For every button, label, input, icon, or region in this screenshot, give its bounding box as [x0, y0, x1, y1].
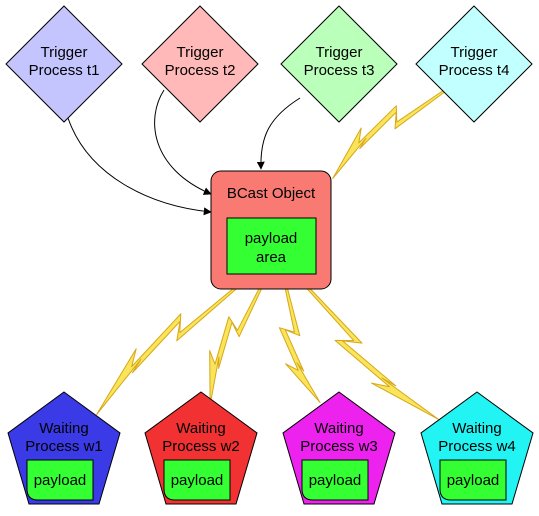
trigger-label-line2: Process t1	[29, 62, 100, 79]
payload-label: payload	[447, 472, 500, 489]
trigger-label-line2: Process t2	[165, 62, 236, 79]
payload-doc-shape	[439, 459, 507, 501]
trigger-diamond	[415, 5, 533, 123]
waiting-process-w2: Waiting Process w2 payload	[144, 391, 258, 505]
bcast-object: BCast Object payload area	[210, 170, 332, 290]
waiting-label-line2: Process w4	[438, 438, 516, 455]
waiting-label-line2: Process w1	[25, 438, 103, 455]
waiting-label-line2: Process w2	[162, 438, 240, 455]
trigger-arrows	[67, 89, 301, 216]
arrow-t2-to-bcast	[154, 89, 212, 195]
payload-area-label-line2: area	[256, 249, 287, 266]
waiting-label-line1: Waiting	[39, 420, 88, 437]
payload-doc-shape	[163, 459, 231, 501]
trigger-label-line1: Trigger	[41, 44, 88, 61]
trigger-process-t1: Trigger Process t1	[5, 5, 123, 123]
trigger-label-line1: Trigger	[316, 44, 363, 61]
bcast-title: BCast Object	[227, 185, 316, 202]
trigger-diamond	[280, 5, 398, 123]
trigger-label-line1: Trigger	[177, 44, 224, 61]
payload-doc-shape	[26, 459, 94, 501]
waiting-process-w3: Waiting Process w3 payload	[282, 391, 396, 505]
waiting-process-w1: Waiting Process w1 payload	[7, 391, 121, 505]
trigger-process-t2: Trigger Process t2	[141, 5, 259, 123]
waiting-process-w4: Waiting Process w4 payload	[420, 391, 534, 505]
waiting-label-line2: Process w3	[300, 438, 378, 455]
payload-label: payload	[171, 472, 224, 489]
lightning-bolts	[96, 89, 446, 420]
waiting-label-line1: Waiting	[452, 420, 501, 437]
waiting-label-line1: Waiting	[314, 420, 363, 437]
payload-doc-shape	[301, 459, 369, 501]
trigger-process-t3: Trigger Process t3	[280, 5, 398, 123]
arrow-t3-to-bcast	[256, 97, 301, 170]
waiting-label-line1: Waiting	[176, 420, 225, 437]
trigger-label-line2: Process t3	[304, 62, 375, 79]
trigger-process-t4: Trigger Process t4	[415, 5, 533, 123]
lightning-bcast-to-w3	[278, 281, 321, 404]
payload-area-label-line1: payload	[245, 230, 298, 247]
payload-label: payload	[309, 472, 362, 489]
trigger-diamond	[141, 5, 259, 123]
lightning-t4-to-bcast	[332, 89, 446, 179]
lightning-bcast-to-w2	[209, 282, 265, 406]
trigger-diamond	[5, 5, 123, 123]
trigger-label-line1: Trigger	[451, 44, 498, 61]
trigger-label-line2: Process t4	[439, 62, 510, 79]
lightning-bcast-to-w4	[301, 281, 440, 420]
payload-area-box	[226, 217, 317, 275]
lightning-bcast-to-w1	[96, 282, 242, 415]
payload-label: payload	[34, 472, 87, 489]
arrow-t1-to-bcast	[67, 117, 212, 216]
